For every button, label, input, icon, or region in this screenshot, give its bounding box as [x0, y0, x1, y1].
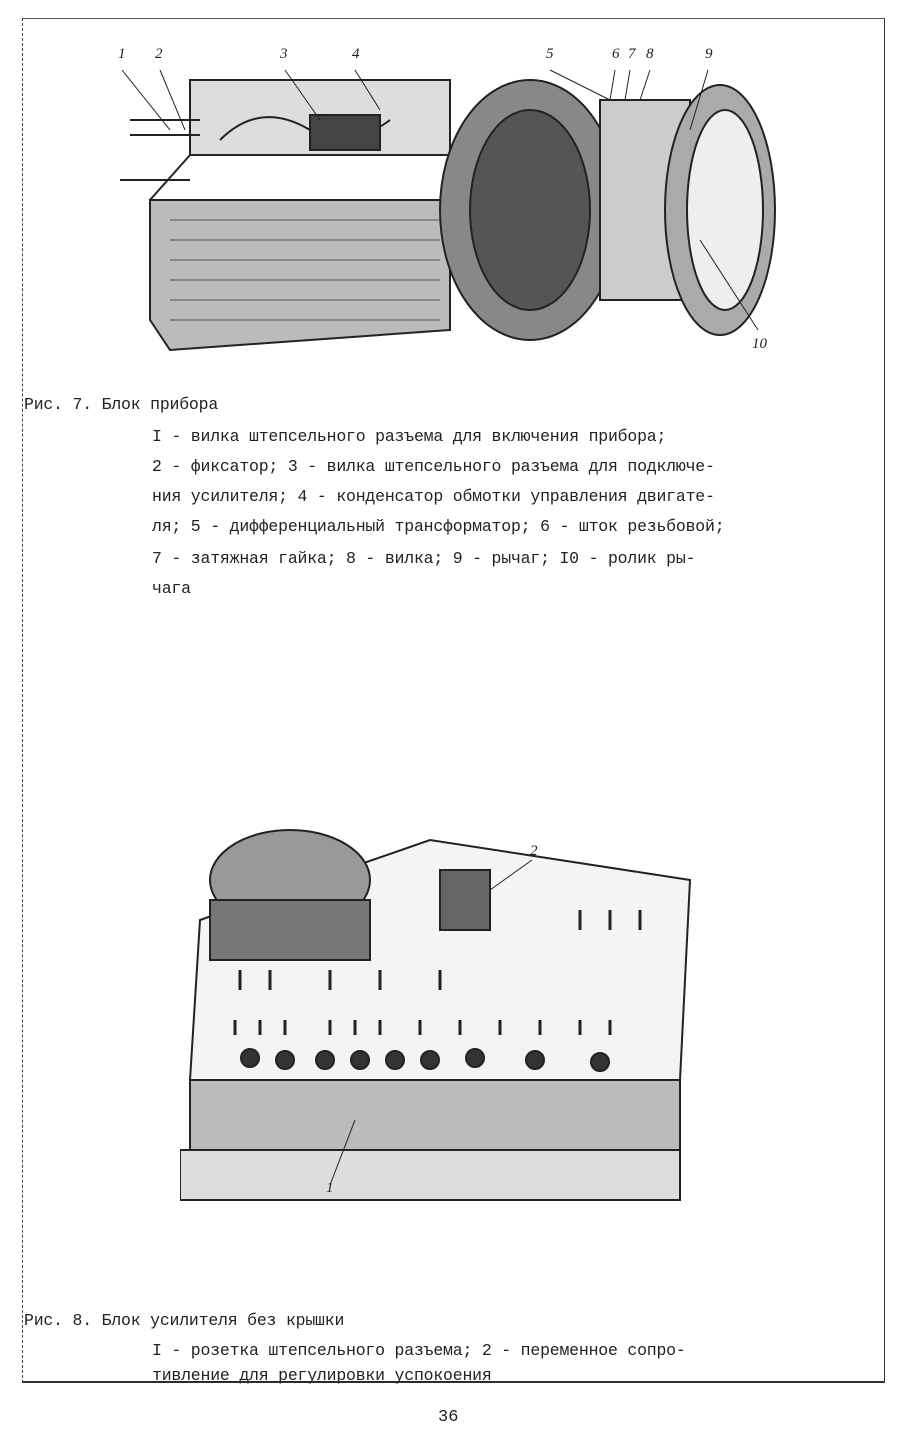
figure-7-label-6: 6: [612, 46, 620, 62]
figure-7-label-9: 9: [705, 46, 713, 62]
figure-8-label-2: 2: [530, 843, 538, 859]
figure-7-label-5: 5: [546, 46, 554, 62]
figure-8-label-1: 1: [326, 1180, 334, 1196]
figure-7-legend-line: I - вилка штепсельного разъема для включ…: [152, 427, 667, 446]
figure-7-label-2: 2: [155, 46, 163, 62]
figure-7-legend-line: 2 - фиксатор; 3 - вилка штепсельного раз…: [152, 457, 715, 476]
figure-7-label-8: 8: [646, 46, 654, 62]
figure-8-legend-line: I - розетка штепсельного разъема; 2 - пе…: [152, 1341, 686, 1360]
figure-7-label-10: 10: [752, 336, 767, 352]
figure-8-amplifier-block-illustration: [180, 829, 692, 1201]
figure-7-caption: Рис. 7. Блок прибора: [24, 395, 219, 414]
figure-7-label-3: 3: [280, 46, 288, 62]
figure-7-device-block-illustration: [120, 69, 776, 352]
figure-7-legend-line: чага: [152, 579, 191, 598]
figure-8-legend-line: тивление для регулировки успокоения: [152, 1366, 492, 1385]
page-number: 36: [438, 1408, 459, 1427]
figure-7-legend-line: ния усилителя; 4 - конденсатор обмотки у…: [152, 487, 715, 506]
figure-7-label-4: 4: [352, 46, 360, 62]
figure-8-caption: Рис. 8. Блок усилителя без крышки: [24, 1311, 345, 1330]
figure-7-legend-line: 7 - затяжная гайка; 8 - вилка; 9 - рычаг…: [152, 549, 696, 568]
page-border: [22, 18, 885, 1383]
figure-7-legend-line: ля; 5 - дифференциальный трансформатор; …: [152, 517, 725, 536]
figure-7-label-1: 1: [118, 46, 126, 62]
figure-7-label-7: 7: [628, 46, 636, 62]
